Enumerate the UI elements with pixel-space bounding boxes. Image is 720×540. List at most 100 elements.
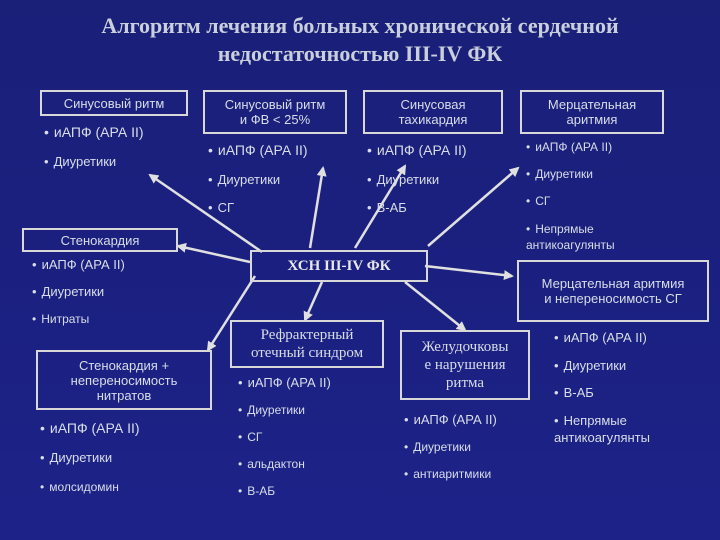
- bullet: •: [367, 172, 372, 187]
- item-label: Диуретики: [49, 450, 113, 465]
- box-vent-line2: е нарушения: [424, 357, 506, 373]
- arrow-to-sinus-ef: [308, 166, 327, 249]
- list-item: •иАПФ (АРА II): [367, 142, 467, 158]
- bullet: •: [367, 200, 372, 215]
- item-label: иАПФ (АРА II): [376, 142, 467, 158]
- box-sinus-label: Синусовый ритм: [63, 95, 165, 111]
- bullet: •: [526, 194, 531, 208]
- list-item: • иАПФ (АРА II): [554, 330, 647, 345]
- item-label: В-АБ: [247, 484, 276, 498]
- item-label: иАПФ (АРА II): [53, 124, 144, 140]
- list-item: • Нитраты: [32, 312, 89, 326]
- item-label: Диуретики: [41, 284, 105, 299]
- arrow-to-af: [427, 166, 520, 247]
- bullet: •: [554, 413, 559, 428]
- box-tachy-line2: тахикардия: [398, 112, 468, 127]
- box-af-line2: аритмия: [566, 112, 618, 127]
- arrow-to-af-sg: [424, 264, 514, 281]
- bullet: •: [526, 167, 531, 181]
- box-angina-nitr-line1: Стенокардия +: [78, 357, 170, 373]
- list-item: •иАПФ (АРА II): [238, 375, 331, 390]
- list-item: • Диуретики: [44, 154, 116, 169]
- item-label: Диуретики: [376, 172, 440, 187]
- list-item: •иАПФ (АРА II): [208, 142, 308, 158]
- item-label: иАПФ (АРА II): [247, 375, 331, 390]
- bullet: •: [44, 124, 49, 140]
- bullet: •: [208, 142, 213, 158]
- item-label: антиаритмики: [413, 467, 492, 481]
- list-item: •Диуретики: [208, 172, 280, 187]
- item-label: антикоагулянты: [554, 430, 650, 445]
- bullet: •: [40, 420, 45, 436]
- item-label: иАПФ (АРА II): [413, 412, 497, 427]
- bullet: •: [404, 467, 409, 481]
- bullet: •: [40, 480, 45, 494]
- box-vent-line1: Желудочковы: [421, 339, 509, 355]
- arrow-to-sinus: [148, 173, 263, 254]
- bullet: •: [554, 330, 559, 345]
- box-sinus-ef: Синусовый ритм и ФВ < 25%: [203, 90, 347, 134]
- list-item: •иАПФ (АРА II): [44, 124, 144, 140]
- bullet: •: [554, 358, 559, 373]
- item-label: иАПФ (АРА II): [41, 257, 125, 272]
- list-item: • Диуретики: [40, 450, 112, 465]
- bullet: •: [40, 450, 45, 465]
- list-item: •Диуретики: [32, 284, 104, 299]
- item-label: Нитраты: [41, 312, 90, 326]
- item-label: иАПФ (АРА II): [217, 142, 308, 158]
- list-item: •Диуретики: [404, 440, 471, 454]
- item-label: иАПФ (АРА II): [563, 330, 647, 345]
- box-sinus-rhythm: Синусовый ритм: [40, 90, 188, 116]
- item-label: Диуретики: [53, 154, 117, 169]
- list-item: • СГ: [238, 430, 262, 444]
- item-label: Диуретики: [217, 172, 281, 187]
- box-angina-nitr-line2: непереносимость: [70, 372, 178, 388]
- bullet: •: [404, 412, 409, 427]
- arrow-to-vent: [404, 281, 467, 332]
- list-item: •альдактон: [238, 457, 305, 471]
- box-angina: Стенокардия: [22, 228, 178, 252]
- box-af-line1: Мерцательная: [547, 97, 637, 112]
- box-angina-nitr-line3: нитратов: [96, 387, 152, 403]
- list-item-continuation: антикоагулянты: [526, 238, 615, 252]
- center-label: ХСН III-IV ФК: [287, 257, 391, 274]
- arrow-to-angina: [176, 242, 251, 264]
- list-item: • Диуретики: [367, 172, 439, 187]
- list-item: • антиаритмики: [404, 467, 491, 481]
- bullet: •: [238, 403, 243, 417]
- box-ventricular-arrhythmia: Желудочковы е нарушения ритма: [400, 330, 530, 400]
- list-item-continuation: антикоагулянты: [554, 430, 650, 445]
- box-tachy-line1: Синусовая: [400, 97, 466, 112]
- item-label: В-АБ: [376, 200, 407, 215]
- box-af-sg-line1: Мерцательная аритмия: [541, 276, 685, 291]
- arrow-to-refr: [303, 281, 324, 322]
- center-box: ХСН III-IV ФК: [250, 250, 428, 282]
- list-item: • В-АБ: [367, 200, 407, 215]
- item-label: СГ: [217, 200, 234, 215]
- item-label: альдактон: [247, 457, 305, 471]
- list-item: • иАПФ (АРА II): [404, 412, 497, 427]
- page-title: Алгоритм лечения больных хронической сер…: [0, 12, 720, 68]
- bullet: •: [44, 154, 49, 169]
- item-label: молсидомин: [49, 480, 119, 494]
- box-refractory-edema: Рефрактерный отечный синдром: [230, 320, 384, 368]
- item-label: Непрямые: [563, 413, 627, 428]
- bullet: •: [32, 312, 37, 326]
- box-sinus-ef-line2: и ФВ < 25%: [239, 112, 311, 127]
- bullet: •: [367, 142, 372, 158]
- list-item: • иАПФ (АРА II): [32, 257, 125, 272]
- list-item: •иАПФ (АРА II): [526, 140, 612, 154]
- item-label: Диуретики: [563, 358, 627, 373]
- bullet: •: [404, 440, 409, 454]
- list-item: •СГ: [526, 194, 550, 208]
- box-angina-nitrate-intolerance: Стенокардия + непереносимость нитратов: [36, 350, 212, 410]
- list-item: •В-АБ: [554, 385, 594, 400]
- bullet: •: [238, 430, 243, 444]
- bullet: •: [208, 200, 213, 215]
- arrow-to-tachy: [353, 164, 407, 249]
- item-label: СГ: [247, 430, 263, 444]
- bullet: •: [32, 257, 37, 272]
- list-item: •В-АБ: [238, 484, 275, 498]
- title-line-2: недостаточностью III-IV ФК: [217, 41, 503, 66]
- box-refr-line2: отечный синдром: [250, 345, 364, 361]
